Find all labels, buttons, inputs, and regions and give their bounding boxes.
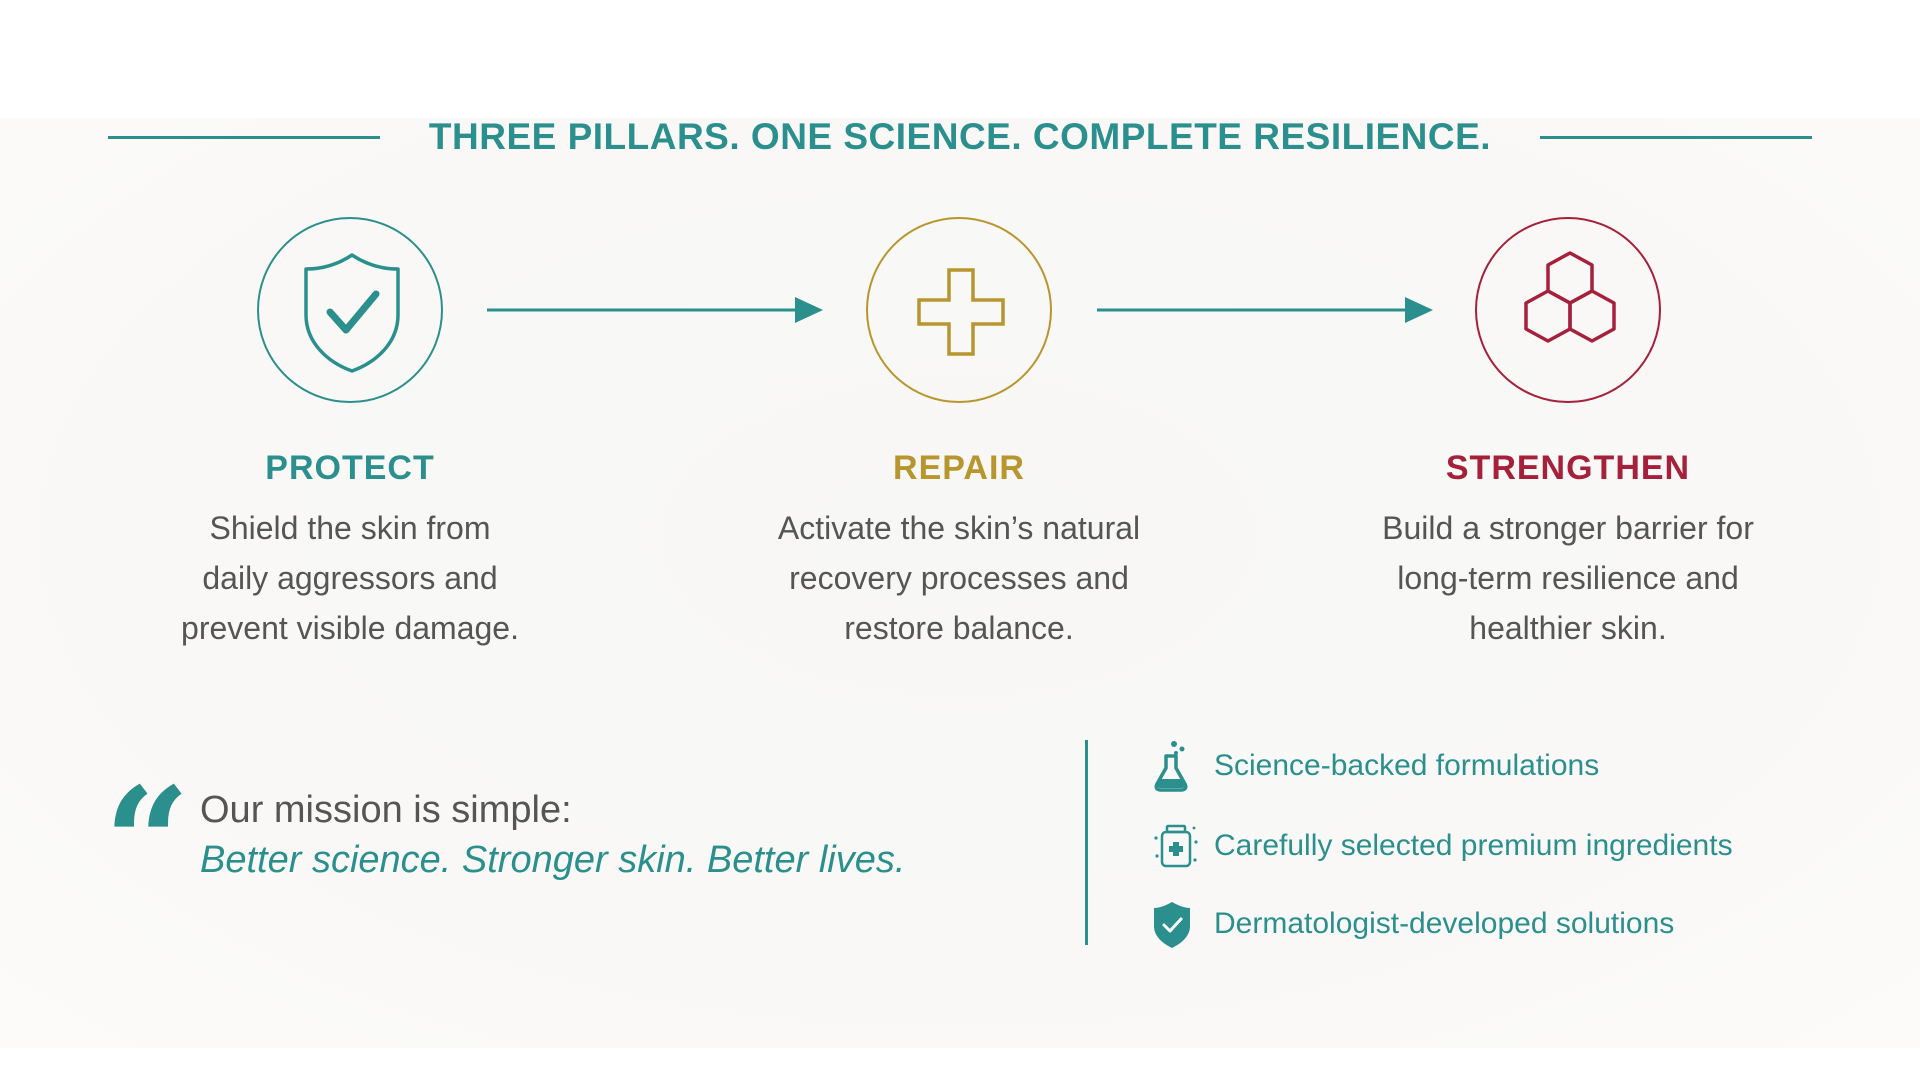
repair-circle [866, 217, 1052, 403]
arrow-protect-to-repair [487, 297, 823, 323]
hexagon-cluster-icon [1524, 251, 1616, 343]
desc-line: recovery processes and [789, 560, 1129, 596]
headline-rule-right [1540, 136, 1812, 139]
pillar-title-strengthen: STRENGTHEN [1445, 449, 1691, 487]
feature-item-science: Science-backed formulations [1152, 740, 1872, 792]
ingredient-jar-icon [1154, 824, 1198, 868]
desc-line: healthier skin. [1469, 610, 1667, 646]
pillar-title-protect: PROTECT [265, 449, 435, 487]
plus-cross-icon [917, 268, 1005, 356]
headline-row: THREE PILLARS. ONE SCIENCE. COMPLETE RES… [0, 112, 1920, 162]
page-headline: THREE PILLARS. ONE SCIENCE. COMPLETE RES… [428, 116, 1492, 157]
desc-line: restore balance. [844, 610, 1074, 646]
quote-mark-icon: “ [104, 755, 191, 931]
feature-label-science: Science-backed formulations [1214, 749, 1600, 782]
desc-line: Shield the skin from [209, 510, 491, 546]
pillar-desc-protect: Shield the skin from daily aggressors an… [120, 503, 580, 653]
feature-item-dermatologist: Dermatologist-developed solutions [1152, 898, 1872, 950]
desc-line: long-term resilience and [1397, 560, 1739, 596]
headline-rule-left [108, 136, 380, 139]
shield-check-icon [1154, 902, 1190, 948]
vertical-divider [1085, 740, 1088, 945]
pillar-title-repair: REPAIR [893, 449, 1025, 487]
desc-line: Build a stronger barrier for [1382, 510, 1754, 546]
feature-label-ingredients: Carefully selected premium ingredients [1214, 829, 1733, 862]
mission-intro: Our mission is simple: [200, 789, 572, 831]
desc-line: daily aggressors and [202, 560, 498, 596]
feature-label-dermatologist: Dermatologist-developed solutions [1214, 907, 1675, 940]
feature-item-ingredients: Carefully selected premium ingredients [1152, 820, 1872, 872]
pillar-desc-strengthen: Build a stronger barrier for long-term r… [1338, 503, 1798, 653]
mission-tagline: Better science. Stronger skin. Better li… [200, 839, 906, 881]
flask-icon [1154, 741, 1188, 792]
protect-circle [257, 217, 443, 403]
strengthen-circle [1475, 217, 1661, 403]
desc-line: prevent visible damage. [181, 610, 519, 646]
pillar-desc-repair: Activate the skin’s natural recovery pro… [729, 503, 1189, 653]
shield-check-icon [304, 253, 400, 373]
desc-line: Activate the skin’s natural [777, 510, 1141, 546]
arrow-repair-to-strengthen [1097, 297, 1433, 323]
